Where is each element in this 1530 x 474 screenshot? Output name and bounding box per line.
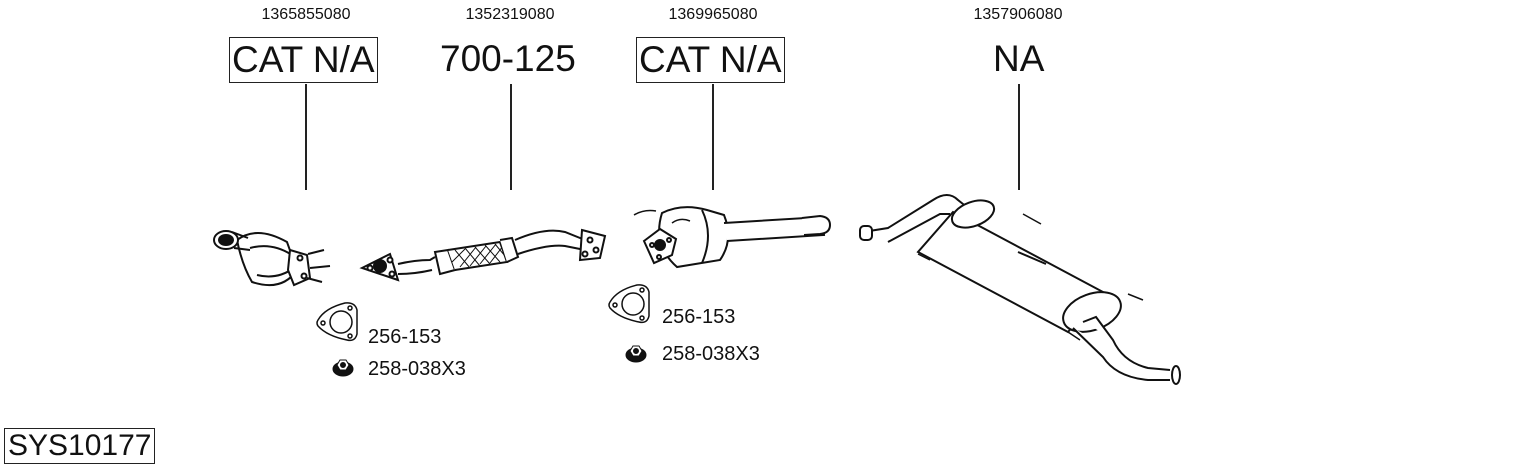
leader-line <box>305 84 307 190</box>
oem-number: 1357906080 <box>973 6 1063 23</box>
leader-line <box>510 84 512 190</box>
catalytic-converter-icon[interactable] <box>212 220 337 295</box>
nut-icon[interactable] <box>625 343 647 363</box>
oem-number: 1352319080 <box>465 6 555 23</box>
part-reference-label[interactable]: CAT N/A <box>229 37 378 83</box>
oem-number: 1369965080 <box>668 6 758 23</box>
part-reference-label[interactable]: 700-125 <box>440 38 576 79</box>
gasket-icon[interactable] <box>607 282 652 324</box>
rear-silencer-icon[interactable] <box>858 182 1188 392</box>
leader-line <box>712 84 714 190</box>
nut-code: 258-038X3 <box>662 343 760 365</box>
part-reference-label[interactable]: CAT N/A <box>636 37 785 83</box>
catalytic-converter-icon[interactable] <box>632 205 847 275</box>
gasket-code: 256-153 <box>368 326 442 348</box>
part-reference-label[interactable]: NA <box>993 38 1045 79</box>
system-code-label: SYS10177 <box>4 428 156 464</box>
gasket-icon[interactable] <box>315 300 360 342</box>
front-pipe-icon[interactable] <box>360 222 615 287</box>
leader-line <box>1018 84 1020 190</box>
oem-number: 1365855080 <box>261 6 351 23</box>
nut-code: 258-038X3 <box>368 358 466 380</box>
gasket-code: 256-153 <box>662 306 736 328</box>
nut-icon[interactable] <box>332 357 354 377</box>
